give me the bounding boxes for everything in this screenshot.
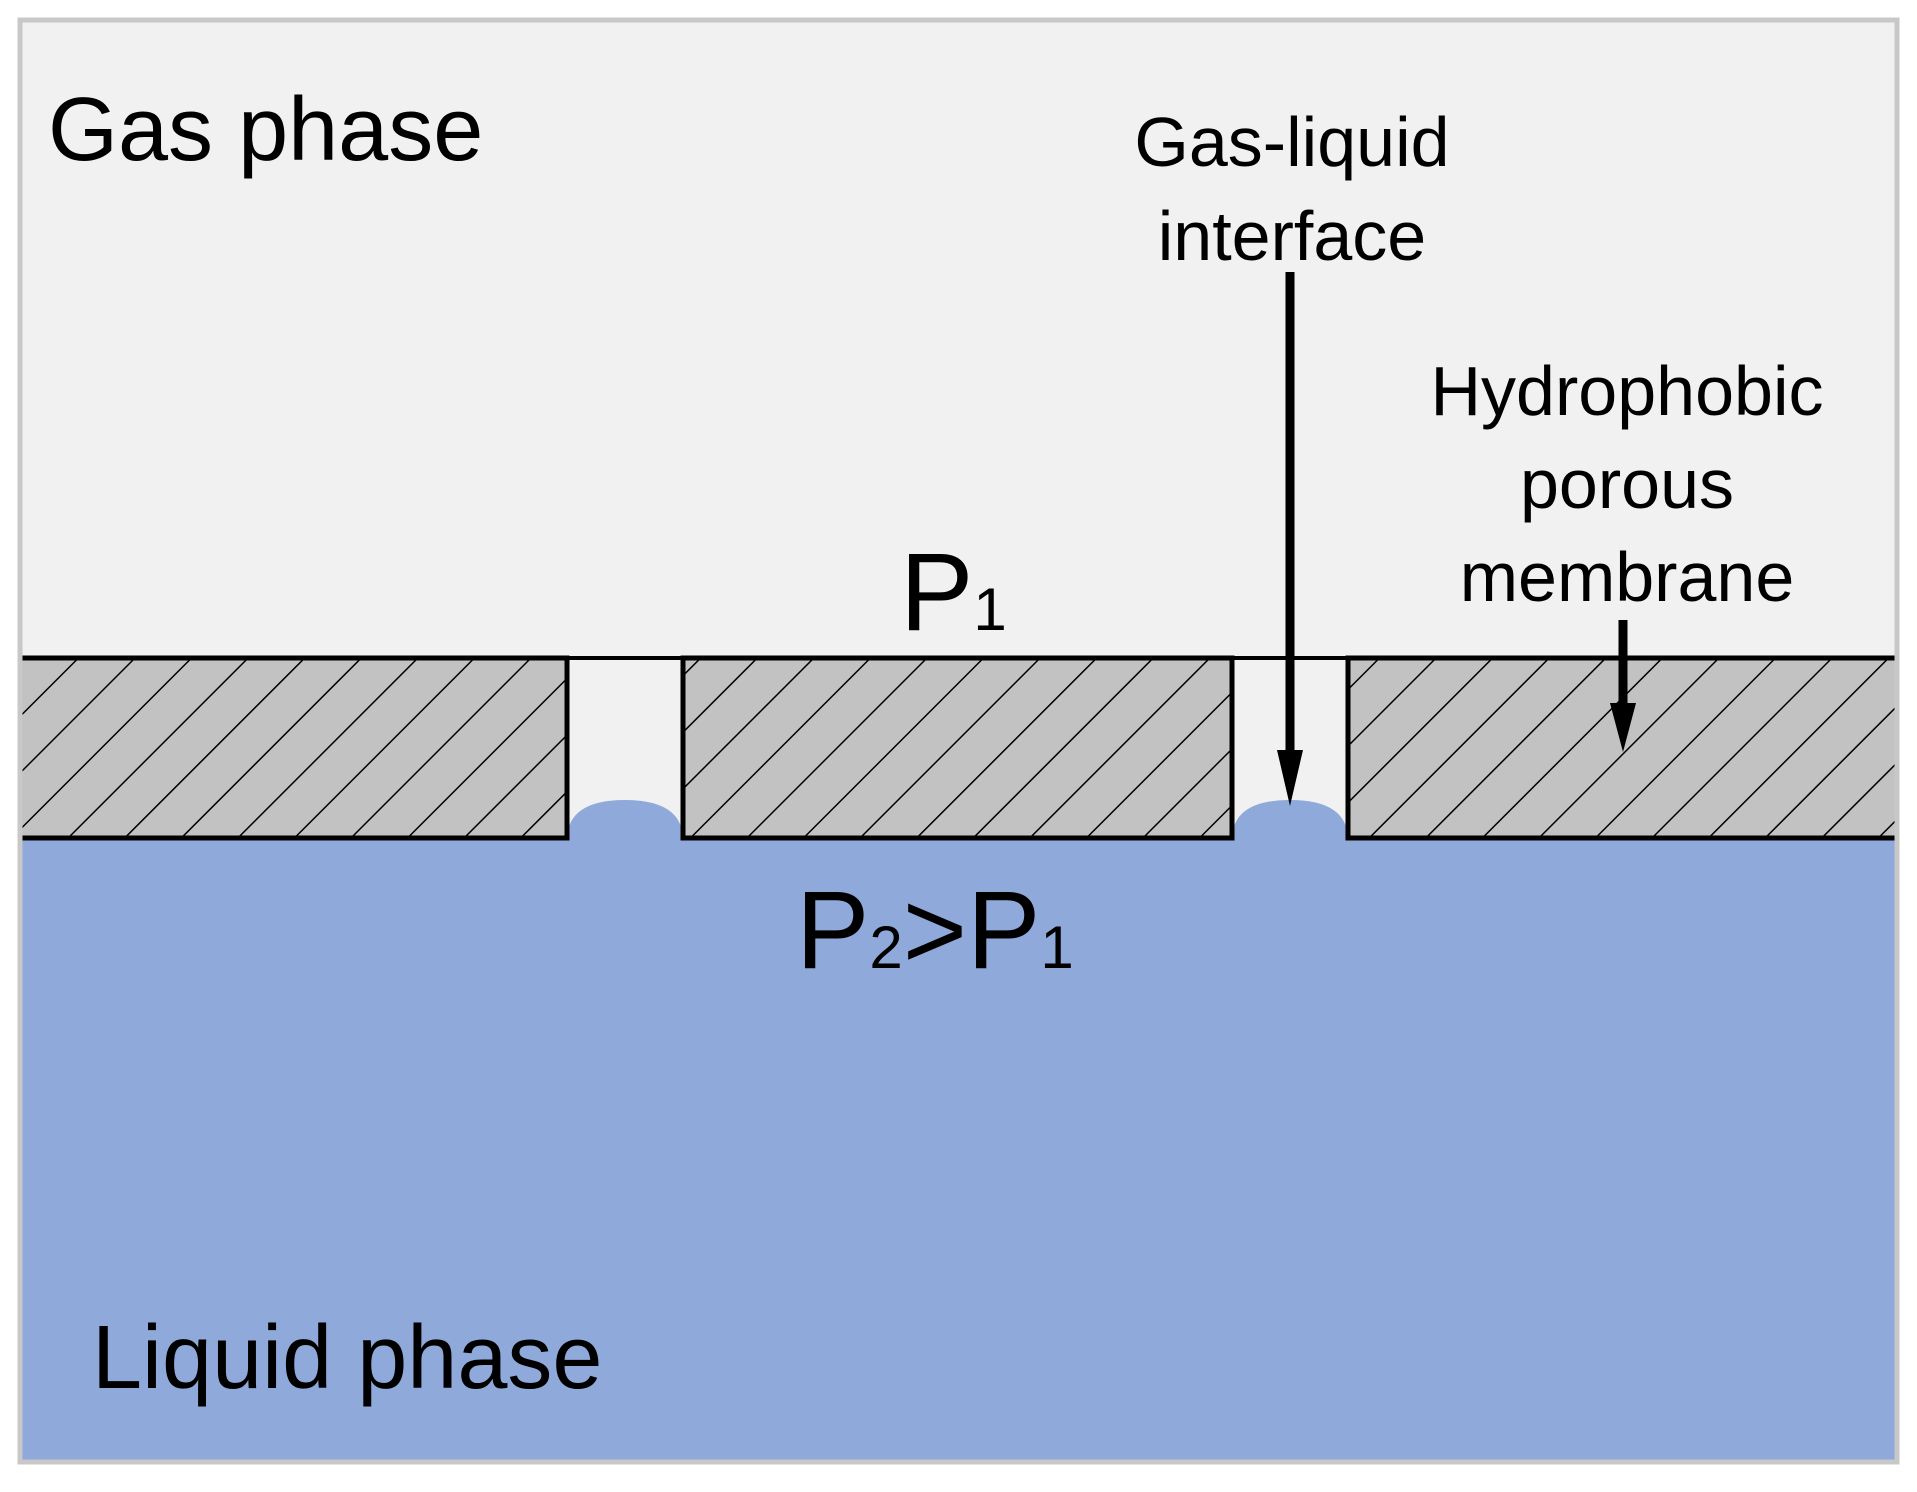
diagram-frame xyxy=(17,17,1900,1465)
membrane-label-line2: porous xyxy=(1520,445,1734,523)
liquid-phase-label: Liquid phase xyxy=(92,1308,602,1408)
p2-main: P xyxy=(796,869,869,992)
membrane-block-middle xyxy=(680,655,1235,841)
p1-subscript: 1 xyxy=(973,576,1006,643)
liquid-phase-region xyxy=(20,838,1897,1462)
pressure-p2-label: P2>P1 xyxy=(796,869,1074,992)
pressure-p1-label: P1 xyxy=(900,531,1007,654)
p1-main: P xyxy=(900,531,973,654)
interface-label-line1: Gas-liquid xyxy=(1134,103,1449,181)
interface-arrow xyxy=(1277,272,1303,806)
p2-p1-subscript: 1 xyxy=(1040,914,1073,981)
meniscus-right xyxy=(1232,800,1348,840)
interface-label-line2: interface xyxy=(1158,197,1426,275)
membrane-block-left xyxy=(17,655,570,841)
membrane-label-line3: membrane xyxy=(1460,538,1795,616)
membrane-arrow xyxy=(1610,620,1636,752)
meniscus-left xyxy=(567,800,683,840)
p2-relation: >P xyxy=(903,869,1041,992)
gas-phase-label: Gas phase xyxy=(48,80,483,180)
membrane-label-line1: Hydrophobic xyxy=(1431,352,1824,430)
p2-subscript: 2 xyxy=(869,914,902,981)
